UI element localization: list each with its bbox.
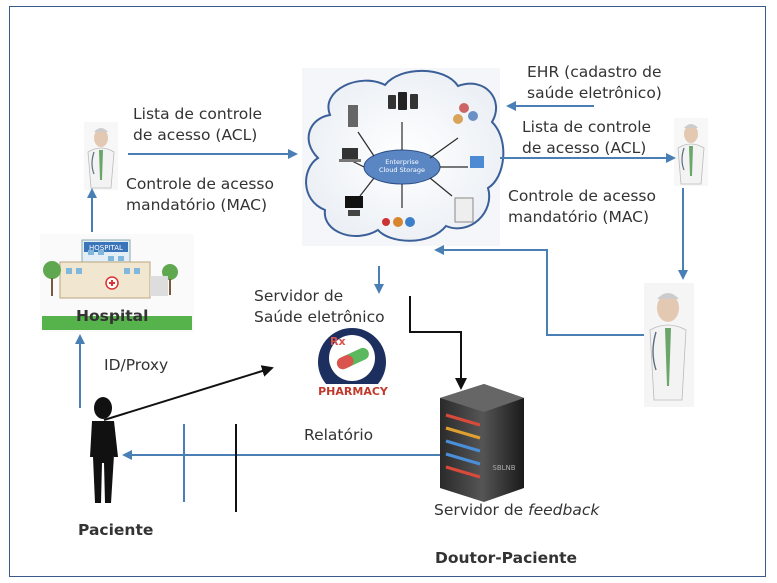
acl-right-line1: Lista de controle (522, 118, 652, 136)
server-mark: SBLNB (492, 464, 515, 472)
diagram-frame (9, 6, 766, 577)
feedback-server-image: SBLNB (440, 384, 524, 502)
hospital-sign: HOSPITAL (89, 244, 123, 252)
cloud-storage-image: Enterprise Cloud Storage (302, 68, 505, 246)
report-label: Relatório (304, 426, 374, 444)
mac-right-line2: mandatório (MAC) (508, 208, 650, 226)
hospital-image: HOSPITAL (40, 234, 194, 332)
doctor-right-top-image (674, 118, 708, 186)
connector-arrows (75, 101, 688, 502)
patient-label: Paciente (78, 521, 154, 539)
doctor-patient-label: Doutor-Paciente (435, 549, 578, 567)
ehealth-server-line1: Servidor de (254, 287, 344, 305)
black-arrows (103, 296, 467, 512)
feedback-server-prefix: Servidor de (434, 501, 529, 519)
ehr-label-line2: saúde eletrônico) (527, 84, 662, 102)
id-proxy-label: ID/Proxy (104, 356, 169, 374)
rx-symbol: Rx (330, 335, 346, 348)
mac-left-line2: mandatório (MAC) (126, 196, 268, 214)
feedback-server-label: Servidor de feedback (434, 500, 599, 521)
doctor-left-image (84, 122, 118, 190)
cloud-title: Enterprise (385, 158, 418, 166)
ehealth-server-line2: Saúde eletrônico (254, 308, 385, 326)
pharmacy-logo: Rx PHARMACY (316, 328, 390, 398)
acl-left-line2: de acesso (ACL) (133, 126, 258, 144)
hospital-label: Hospital (76, 307, 149, 325)
pharmacy-text: PHARMACY (318, 385, 389, 398)
patient-silhouette (90, 397, 118, 503)
ehr-label-line1: EHR (cadastro de (527, 63, 662, 81)
mac-left-line1: Controle de acesso (126, 175, 274, 193)
acl-right-line2: de acesso (ACL) (522, 139, 647, 157)
mac-right-line1: Controle de acesso (508, 187, 656, 205)
doctor-right-bottom-image (644, 283, 694, 407)
acl-left-line1: Lista de controle (133, 105, 263, 123)
feedback-server-italic: feedback (528, 501, 600, 519)
cloud-subtitle: Cloud Storage (379, 166, 425, 174)
